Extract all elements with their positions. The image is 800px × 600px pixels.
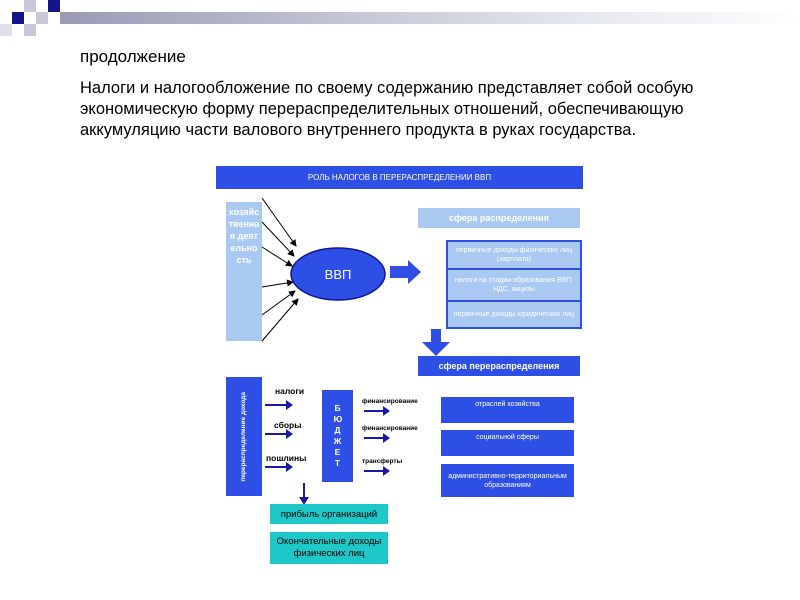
down-block-arrow [422, 329, 450, 356]
redistribution-side: перераспределение дохода [226, 377, 262, 496]
target-box: социальной сферы [441, 430, 574, 456]
source-label: налоги [275, 386, 305, 396]
budget-box: БЮДЖЕТ [322, 390, 353, 482]
economic-activity-text: хозяйственная деятельность [228, 207, 260, 265]
slide-paragraph: Налоги и налогообложение по своему содер… [80, 79, 694, 139]
target-text: отраслей хозяйства [475, 401, 540, 408]
result-box: прибыль организаций [270, 504, 388, 524]
distribution-item-text: первичные доходы юридических лиц [453, 311, 575, 318]
input-arrows [261, 197, 299, 342]
source-label: сборы [274, 420, 302, 430]
redistribution-sphere: сфера перераспределения [418, 356, 580, 376]
distribution-item-text: налоги на стадии образования ВВП: НДС, а… [454, 277, 574, 293]
top-gradient-bar [60, 12, 800, 24]
distribution-items: первичные доходы физических лиц (зарплат… [446, 240, 582, 329]
distribution-item: первичные доходы юридических лиц [448, 302, 580, 327]
target-text: социальной сферы [476, 434, 539, 441]
target-box: административно-территориальным образова… [441, 464, 574, 497]
economic-activity-column: хозяйственная деятельность [226, 202, 262, 341]
gdp-node [290, 247, 386, 301]
distribution-item: налоги на стадии образования ВВП: НДС, а… [448, 270, 580, 300]
flow-label: финансирование [362, 425, 418, 432]
result-text: Окончательные доходы физических лиц [276, 536, 382, 559]
slide-title: продолжение [80, 47, 186, 66]
distribution-sphere-text: сфера распределения [449, 213, 549, 223]
distribution-item-text: первичные доходы физических лиц (зарплат… [456, 247, 572, 263]
gdp-label-text: ВВП [324, 266, 352, 282]
flow-label: трансферты [362, 458, 403, 465]
diagram-header-text: РОЛЬ НАЛОГОВ В ПЕРЕРАСПРЕДЕЛЕНИИ ВВП [307, 173, 492, 182]
small-arrows [265, 400, 390, 505]
distribution-item: первичные доходы физических лиц (зарплат… [448, 242, 580, 268]
target-text: административно-территориальным образова… [448, 472, 567, 489]
gdp-label: ВВП [291, 262, 385, 286]
diagram-header: РОЛЬ НАЛОГОВ В ПЕРЕРАСПРЕДЕЛЕНИИ ВВП [216, 166, 583, 189]
flow-label: финансирование [362, 398, 418, 405]
target-box: отраслей хозяйства [441, 397, 574, 423]
right-block-arrow [390, 260, 421, 284]
redistribution-sphere-text: сфера перераспределения [438, 361, 560, 371]
budget-text: БЮДЖЕТ [333, 403, 343, 468]
result-text: прибыль организаций [280, 508, 378, 520]
distribution-sphere: сфера распределения [418, 208, 580, 228]
source-label: пошлины [266, 453, 307, 463]
result-box: Окончательные доходы физических лиц [270, 532, 388, 564]
corner-decoration [0, 0, 60, 50]
redistribution-side-text: перераспределение дохода [240, 391, 247, 482]
